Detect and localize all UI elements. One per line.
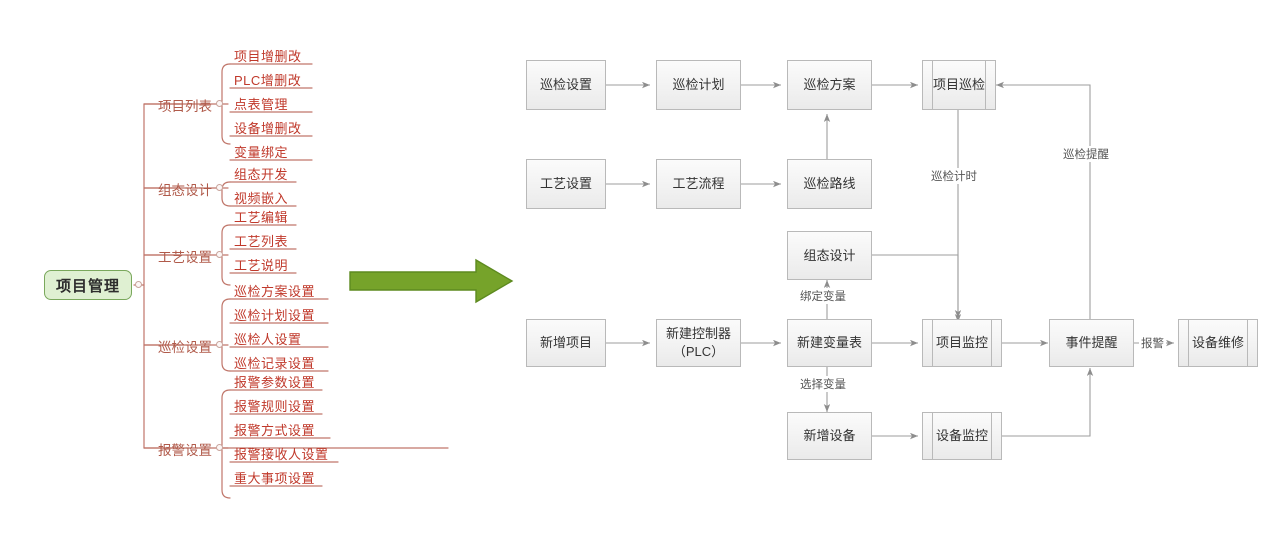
flow-node-label: 新建控制器 （PLC）: [665, 326, 731, 359]
flow-node-label: 组态设计: [803, 247, 856, 263]
mindmap-leaf-label: PLC增删改: [234, 73, 302, 88]
flow-node-新建变量表[interactable]: 新建变量表: [787, 319, 872, 367]
edge-label-巡检计时: 巡检计时: [929, 168, 979, 184]
mindmap-branch-工艺设置[interactable]: 工艺设置: [146, 246, 212, 266]
mindmap-branch-label: 组态设计: [158, 183, 212, 198]
flow-node-label: 新增项目: [539, 335, 592, 351]
mindmap-branch-label: 报警设置: [158, 443, 212, 458]
flow-node-组态设计[interactable]: 组态设计: [787, 231, 872, 280]
mindmap-leaf-label: 巡检人设置: [234, 332, 302, 347]
mindmap-collapse-icon-组态设计[interactable]: [216, 184, 223, 191]
mindmap-leaf-label: 工艺说明: [234, 258, 289, 273]
mindmap-leaf-label: 工艺列表: [234, 234, 289, 249]
mindmap-leaf-label: 巡检记录设置: [234, 356, 316, 371]
mindmap-leaf-label: 巡检计划设置: [234, 308, 316, 323]
mindmap-leaf-点表管理[interactable]: 点表管理: [234, 94, 288, 113]
mindmap-collapse-icon-报警设置[interactable]: [216, 444, 223, 451]
flow-node-label: 工艺流程: [672, 176, 725, 192]
mindmap-leaf-巡检计划设置[interactable]: 巡检计划设置: [234, 305, 315, 324]
mindmap-leaf-label: 报警规则设置: [234, 399, 316, 414]
mindmap-root-node[interactable]: 项目管理: [44, 270, 132, 300]
mindmap-leaf-工艺说明[interactable]: 工艺说明: [234, 255, 288, 274]
mindmap-leaf-组态开发[interactable]: 组态开发: [234, 164, 288, 183]
mindmap-leaf-label: 报警接收人设置: [234, 447, 329, 462]
flow-node-设备监控[interactable]: 设备监控: [922, 412, 1002, 460]
mindmap-collapse-icon-巡检设置[interactable]: [216, 341, 223, 348]
mindmap-leaf-label: 报警方式设置: [234, 423, 316, 438]
flow-node-label: 事件提醒: [1065, 335, 1118, 351]
flow-node-label: 设备维修: [1191, 335, 1244, 351]
mindmap-leaf-报警接收人设置[interactable]: 报警接收人设置: [234, 444, 329, 463]
mindmap-leaf-label: 项目增删改: [234, 49, 302, 64]
mindmap-branch-组态设计[interactable]: 组态设计: [146, 179, 212, 199]
flow-node-巡检计划[interactable]: 巡检计划: [656, 60, 741, 110]
flow-node-label: 项目巡检: [932, 77, 985, 93]
mindmap-leaf-巡检人设置[interactable]: 巡检人设置: [234, 329, 302, 348]
mindmap-branch-报警设置[interactable]: 报警设置: [146, 439, 212, 459]
mindmap-leaf-label: 组态开发: [234, 167, 289, 182]
mindmap-leaf-报警方式设置[interactable]: 报警方式设置: [234, 420, 315, 439]
mindmap-leaf-label: 巡检方案设置: [234, 284, 316, 299]
mindmap-leaf-label: 视频嵌入: [234, 191, 289, 206]
mindmap-leaf-巡检记录设置[interactable]: 巡检记录设置: [234, 353, 315, 372]
mindmap-leaf-label: 报警参数设置: [234, 375, 316, 390]
mindmap-leaf-工艺列表[interactable]: 工艺列表: [234, 231, 288, 250]
flow-node-新增项目[interactable]: 新增项目: [526, 319, 606, 367]
flow-node-label: 巡检路线: [803, 176, 856, 192]
mindmap-leaf-视频嵌入[interactable]: 视频嵌入: [234, 188, 288, 207]
flow-node-工艺流程[interactable]: 工艺流程: [656, 159, 741, 209]
flow-node-label: 设备监控: [935, 428, 988, 444]
mindmap-leaf-重大事项设置[interactable]: 重大事项设置: [234, 468, 315, 487]
flow-node-label: 巡检设置: [539, 77, 592, 93]
edge-label-绑定变量: 绑定变量: [798, 288, 848, 304]
flow-node-label: 巡检计划: [672, 77, 725, 93]
mindmap-leaf-报警参数设置[interactable]: 报警参数设置: [234, 372, 315, 391]
mindmap-root-collapse-icon[interactable]: [135, 281, 142, 288]
mindmap-leaf-label: 工艺编辑: [234, 210, 289, 225]
mindmap-root-label: 项目管理: [55, 277, 120, 295]
mindmap-leaf-label: 变量绑定: [234, 145, 289, 160]
flow-node-工艺设置[interactable]: 工艺设置: [526, 159, 606, 209]
flow-node-项目监控[interactable]: 项目监控: [922, 319, 1002, 367]
mindmap-leaf-PLC增删改[interactable]: PLC增删改: [234, 70, 301, 89]
mindmap-branch-巡检设置[interactable]: 巡检设置: [146, 336, 212, 356]
flow-node-巡检方案[interactable]: 巡检方案: [787, 60, 872, 110]
flow-node-新建控制器[interactable]: 新建控制器 （PLC）: [656, 319, 741, 367]
mindmap-leaf-报警规则设置[interactable]: 报警规则设置: [234, 396, 315, 415]
mindmap-leaf-巡检方案设置[interactable]: 巡检方案设置: [234, 281, 315, 300]
mindmap-branch-label: 项目列表: [158, 99, 212, 114]
flow-node-事件提醒[interactable]: 事件提醒: [1049, 319, 1134, 367]
mindmap-branch-label: 工艺设置: [158, 250, 212, 265]
edge-label-报警: 报警: [1139, 335, 1166, 351]
green-right-arrow-icon: [349, 258, 514, 304]
mindmap-leaf-label: 重大事项设置: [234, 471, 316, 486]
flow-node-新增设备[interactable]: 新增设备: [787, 412, 872, 460]
mindmap-collapse-icon-项目列表[interactable]: [216, 100, 223, 107]
flow-node-label: 巡检方案: [803, 77, 856, 93]
edge-label-巡检提醒: 巡检提醒: [1061, 146, 1111, 162]
flow-node-设备维修[interactable]: 设备维修: [1178, 319, 1258, 367]
flow-node-label: 工艺设置: [539, 176, 592, 192]
mindmap-leaf-变量绑定[interactable]: 变量绑定: [234, 142, 288, 161]
flow-node-label: 项目监控: [935, 335, 988, 351]
mindmap-branch-项目列表[interactable]: 项目列表: [146, 95, 212, 115]
mindmap-leaf-label: 点表管理: [234, 97, 289, 112]
mindmap-leaf-项目增删改[interactable]: 项目增删改: [234, 46, 302, 65]
mindmap-leaf-label: 设备增删改: [234, 121, 302, 136]
mindmap-collapse-icon-工艺设置[interactable]: [216, 251, 223, 258]
flow-node-项目巡检[interactable]: 项目巡检: [922, 60, 996, 110]
mindmap-leaf-工艺编辑[interactable]: 工艺编辑: [234, 207, 288, 226]
edge-label-选择变量: 选择变量: [798, 376, 848, 392]
flow-node-label: 新增设备: [803, 428, 856, 444]
flow-node-巡检设置[interactable]: 巡检设置: [526, 60, 606, 110]
mindmap-branch-label: 巡检设置: [158, 340, 212, 355]
mindmap-leaf-设备增删改[interactable]: 设备增删改: [234, 118, 302, 137]
flow-node-巡检路线[interactable]: 巡检路线: [787, 159, 872, 209]
flow-node-label: 新建变量表: [796, 335, 862, 351]
